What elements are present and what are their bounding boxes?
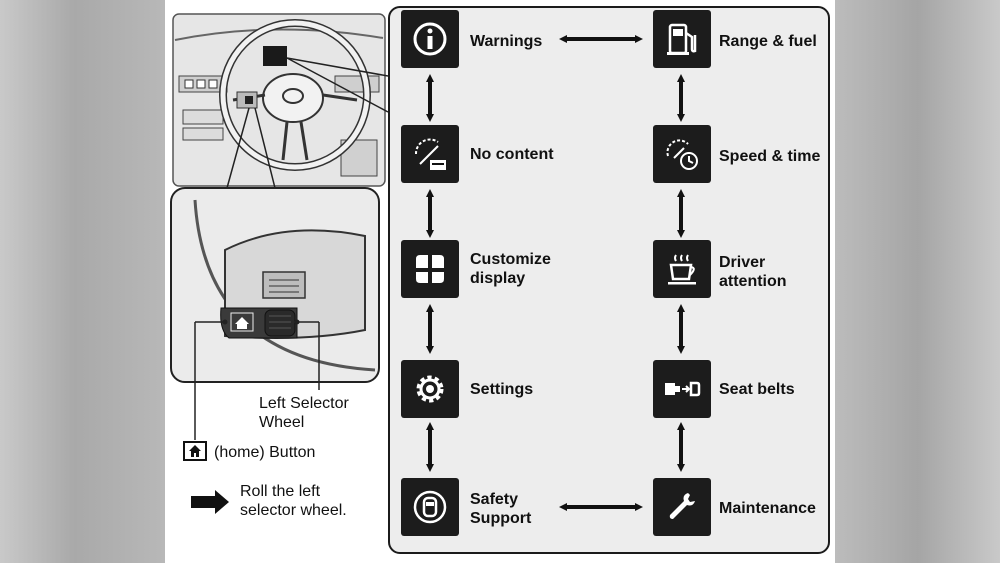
menu-item-customize-display: Customize display [470, 251, 551, 287]
menu-item-maintenance: Maintenance [719, 500, 816, 517]
home-key-icon [183, 441, 207, 461]
gauge-card-icon [401, 125, 459, 183]
menu-item-settings: Settings [470, 381, 534, 398]
fuel-pump-icon [653, 10, 711, 68]
menu-item-range-fuel: Range & fuel [719, 33, 817, 50]
gear-icon [401, 360, 459, 418]
background-blur-left [0, 0, 165, 563]
roll-instruction-caption: Roll the left selector wheel. [240, 483, 347, 519]
menu-item-no-content: No content [470, 146, 554, 163]
safety-car-icon [401, 478, 459, 536]
diagram-panel: Left Selector Wheel (home) Button Roll t… [165, 0, 835, 563]
menu-item-speed-time: Speed & time [719, 148, 821, 165]
seat-belt-icon [653, 360, 711, 418]
background-blur-right [835, 0, 1000, 563]
coffee-cup-icon [653, 240, 711, 298]
menu-item-warnings: Warnings [470, 33, 543, 50]
menu-arrows [426, 35, 685, 511]
menu-item-seat-belts: Seat belts [719, 381, 795, 398]
menu-diagram-box [388, 6, 830, 554]
dashboard-illustration [170, 13, 389, 514]
wrench-icon [653, 478, 711, 536]
menu-item-driver-attention: Driver attention [719, 254, 787, 290]
display-layout-icon [401, 240, 459, 298]
info-icon [401, 10, 459, 68]
menu-item-safety-support: Safety Support [470, 491, 532, 527]
selector-wheel-caption: Left Selector Wheel [259, 395, 349, 431]
home-button-caption: (home) Button [214, 444, 316, 461]
speed-clock-icon [653, 125, 711, 183]
